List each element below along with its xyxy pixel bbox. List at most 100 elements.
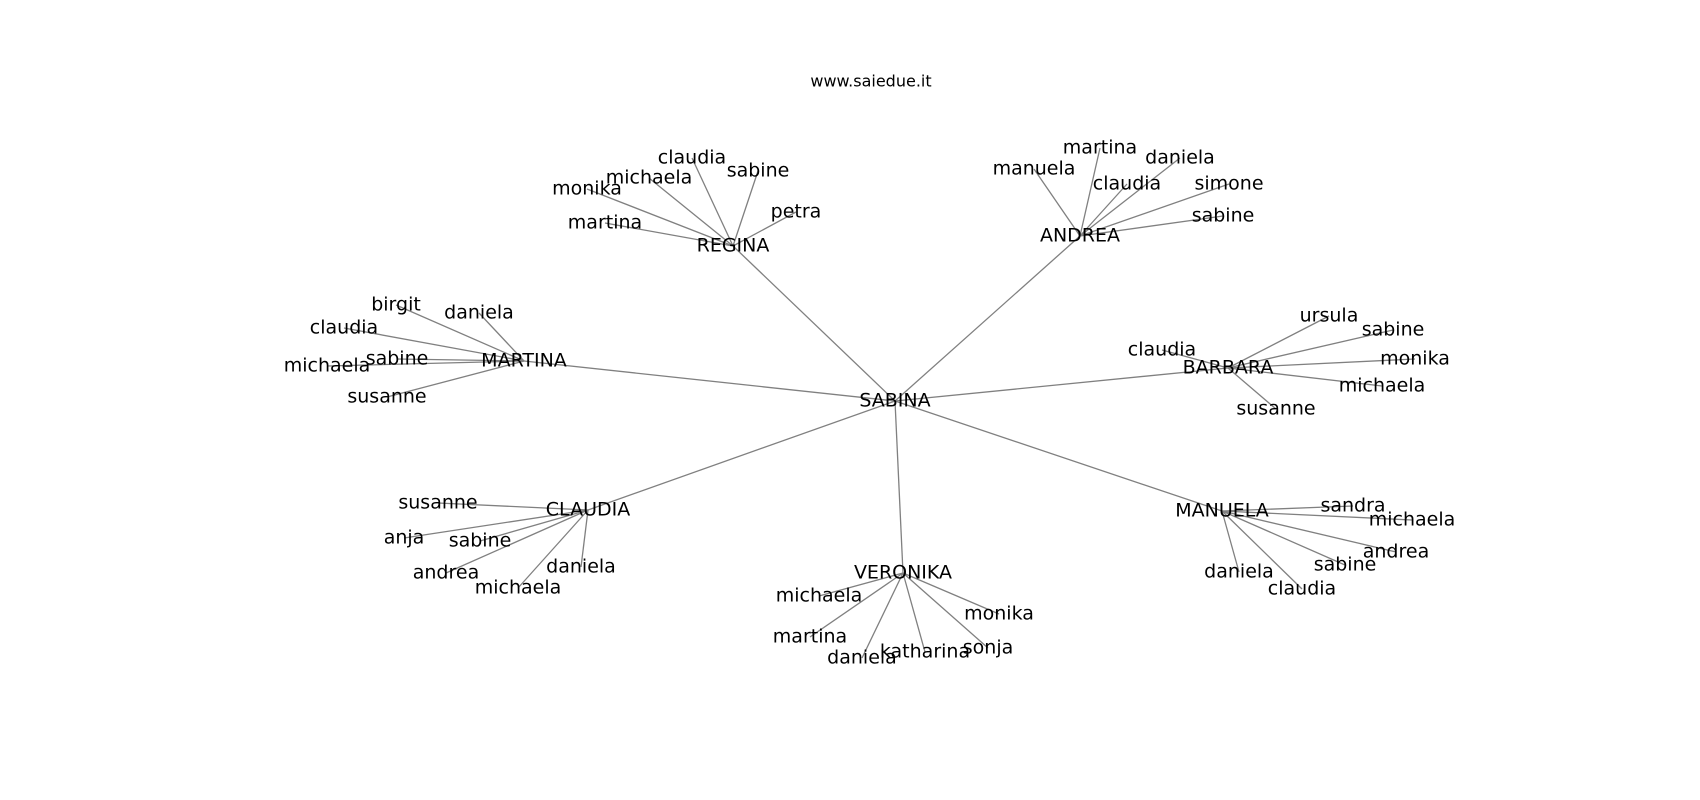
- edge-andrea-sabine: [1079, 215, 1224, 237]
- edge-sabina-barbara: [894, 367, 1229, 402]
- edge-martina-claudia: [343, 327, 525, 362]
- edge-sabina-regina: [732, 245, 896, 402]
- edge-sabina-andrea: [894, 235, 1081, 402]
- edge-claudia-daniela: [580, 509, 589, 568]
- leaf-node-veronika-michaela: michaela: [776, 585, 863, 607]
- leaf-node-barbara-claudia: claudia: [1128, 339, 1196, 361]
- edge-manuela-sandra: [1221, 505, 1354, 512]
- edge-barbara-susanne: [1227, 367, 1277, 410]
- leaf-node-claudia-susanne: susanne: [398, 492, 477, 514]
- leaf-node-regina-petra: petra: [771, 201, 822, 223]
- leaf-node-regina-monika: monika: [552, 178, 622, 200]
- edge-veronika-martina: [809, 572, 904, 638]
- edge-sabina-veronika: [894, 400, 904, 574]
- leaf-node-regina-claudia: claudia: [658, 147, 726, 169]
- edge-martina-sabine: [396, 358, 525, 362]
- edge-manuela-sabine: [1221, 510, 1346, 566]
- edge-veronika-michaela: [818, 572, 904, 597]
- leaf-node-claudia-michaela: michaela: [475, 577, 562, 599]
- hub-node-manuela: MANUELA: [1175, 500, 1269, 522]
- diagram-title: www.saiedue.it: [810, 72, 931, 91]
- leaf-node-claudia-andrea: andrea: [413, 562, 479, 584]
- hub-node-barbara: BARBARA: [1183, 357, 1274, 379]
- edge-andrea-martina: [1079, 147, 1101, 237]
- edge-manuela-claudia: [1221, 510, 1303, 590]
- leaf-node-andrea-martina: martina: [1063, 137, 1137, 159]
- leaf-node-veronika-monika: monika: [964, 603, 1034, 625]
- leaf-node-martina-birgit: birgit: [371, 294, 421, 316]
- leaf-node-regina-martina: martina: [568, 212, 642, 234]
- edge-regina-petra: [732, 211, 797, 247]
- hub-node-claudia: CLAUDIA: [546, 499, 630, 521]
- edge-claudia-susanne: [437, 502, 589, 511]
- leaf-node-manuela-claudia: claudia: [1268, 578, 1336, 600]
- edge-regina-martina: [604, 222, 734, 247]
- edge-martina-susanne: [386, 360, 525, 398]
- edge-manuela-andrea: [1221, 510, 1397, 553]
- edges: [326, 147, 1416, 659]
- edge-regina-monika: [586, 188, 734, 247]
- leaf-node-martina-michaela: michaela: [284, 355, 371, 377]
- edge-andrea-manuela: [1033, 168, 1081, 237]
- edge-manuela-daniela: [1221, 510, 1240, 573]
- edge-martina-birgit: [395, 304, 525, 362]
- edge-martina-daniela: [478, 312, 525, 362]
- leaf-node-barbara-susanne: susanne: [1236, 398, 1315, 420]
- leaf-node-manuela-sabine: sabine: [1314, 554, 1377, 576]
- leaf-node-claudia-sabine: sabine: [449, 530, 512, 552]
- hub-node-veronika: VERONIKA: [854, 562, 952, 584]
- leaf-node-manuela-andrea: andrea: [1363, 541, 1429, 563]
- leaf-node-manuela-sandra: sandra: [1320, 495, 1385, 517]
- leaf-node-martina-claudia: claudia: [310, 317, 378, 339]
- edge-andrea-daniela: [1079, 157, 1181, 237]
- leaf-node-claudia-daniela: daniela: [546, 556, 616, 578]
- leaf-node-barbara-michaela: michaela: [1339, 375, 1426, 397]
- edge-veronika-daniela: [861, 572, 904, 659]
- edge-claudia-sabine: [479, 509, 589, 542]
- edge-andrea-simone: [1079, 183, 1230, 237]
- edge-sabina-martina: [523, 360, 896, 402]
- edge-regina-michaela: [648, 177, 734, 247]
- leaf-node-andrea-manuela: manuela: [993, 158, 1076, 180]
- edge-sabina-manuela: [894, 400, 1223, 512]
- leaf-node-claudia-anja: anja: [384, 527, 425, 549]
- leaf-node-manuela-michaela: michaela: [1369, 509, 1456, 531]
- edge-barbara-michaela: [1227, 367, 1383, 387]
- edge-veronika-sonja: [902, 572, 989, 649]
- leaf-node-veronika-sonja: sonja: [963, 637, 1014, 659]
- leaf-node-barbara-ursula: ursula: [1300, 305, 1359, 327]
- edge-regina-claudia: [691, 157, 734, 247]
- hub-node-martina: MARTINA: [481, 350, 567, 372]
- edge-claudia-michaela: [517, 509, 589, 589]
- edge-claudia-andrea: [445, 509, 589, 574]
- leaf-node-andrea-sabine: sabine: [1192, 205, 1255, 227]
- leaf-node-veronika-daniela: daniela: [827, 647, 897, 669]
- leaf-node-barbara-sabine: sabine: [1362, 319, 1425, 341]
- hub-node-andrea: ANDREA: [1040, 225, 1120, 247]
- center-node-sabina: SABINA: [859, 390, 930, 412]
- edge-veronika-katharina: [902, 572, 926, 653]
- edge-barbara-ursula: [1227, 315, 1330, 369]
- edge-barbara-sabine: [1227, 329, 1394, 369]
- labels: www.saiedue.it SABINA REGINAclaudiasabin…: [284, 72, 1456, 669]
- edge-andrea-claudia: [1079, 183, 1128, 237]
- leaf-node-martina-susanne: susanne: [347, 386, 426, 408]
- leaf-node-barbara-monika: monika: [1380, 348, 1450, 370]
- edge-barbara-claudia: [1161, 349, 1229, 369]
- leaf-node-regina-sabine: sabine: [727, 160, 790, 182]
- leaf-node-andrea-claudia: claudia: [1093, 173, 1161, 195]
- edge-barbara-monika: [1227, 358, 1416, 369]
- edge-regina-sabine: [732, 170, 759, 247]
- leaf-node-andrea-simone: simone: [1194, 173, 1263, 195]
- leaf-node-veronika-martina: martina: [773, 626, 847, 648]
- edge-sabina-claudia: [587, 400, 896, 511]
- edge-claudia-anja: [403, 509, 589, 539]
- edge-veronika-monika: [902, 572, 1000, 615]
- leaf-node-martina-daniela: daniela: [444, 302, 514, 324]
- leaf-node-manuela-daniela: daniela: [1204, 561, 1274, 583]
- leaf-node-regina-michaela: michaela: [606, 167, 693, 189]
- edge-martina-michaela: [326, 360, 525, 367]
- leaf-node-martina-sabine: sabine: [366, 348, 429, 370]
- hub-node-regina: REGINA: [697, 235, 770, 257]
